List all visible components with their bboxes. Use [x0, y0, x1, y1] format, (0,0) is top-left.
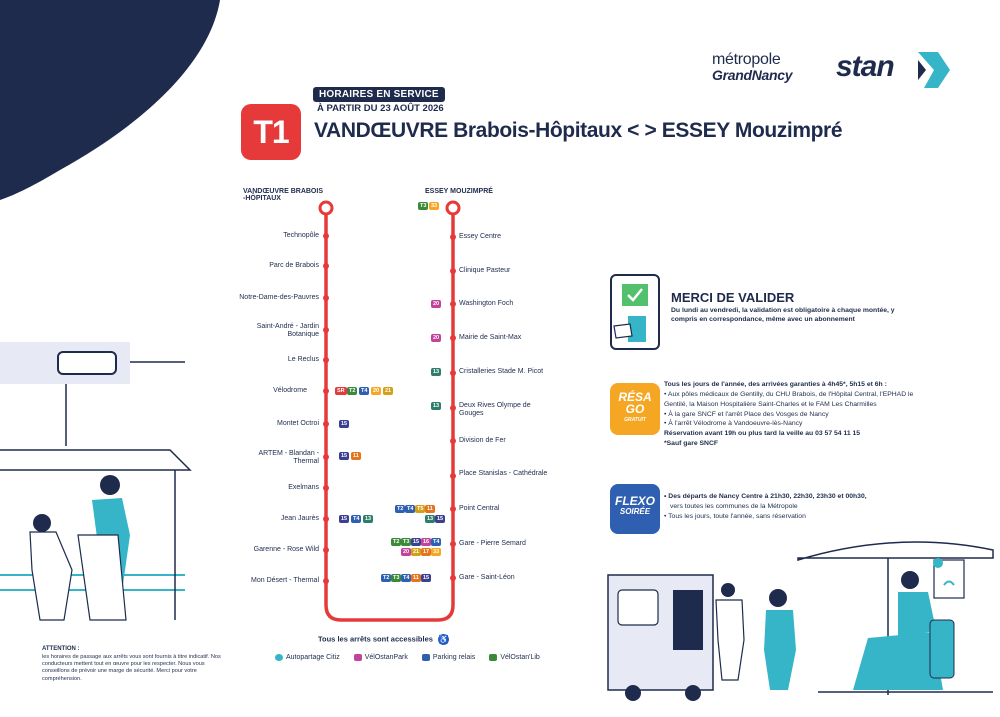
conn-chip: T4: [431, 538, 442, 546]
conn-chip: 13: [431, 368, 442, 376]
legend-item: Parking relais: [421, 654, 475, 661]
conn-chip: 16: [421, 538, 432, 546]
line-title: VANDŒUVRE Brabois-Hôpitaux < > ESSEY Mou…: [314, 119, 843, 142]
stop-left: Vélodrome: [273, 387, 307, 394]
conn-chip: 11: [425, 505, 435, 513]
car-share-icon: [275, 654, 283, 661]
metropole-logo: métropole GrandNancy: [712, 51, 793, 83]
conn-chip: 33: [431, 548, 442, 556]
stop-right: Essey Centre: [459, 233, 502, 240]
conn-chip: T3: [401, 538, 412, 546]
bike-park-icon: [353, 654, 362, 661]
stop-right: Clinique Pasteur: [459, 267, 511, 274]
conn-chip: 20: [431, 300, 442, 308]
conn-chip: T4: [401, 574, 412, 582]
conn-chip: 15: [339, 515, 350, 523]
stop-right: Gare - Saint-Léon: [459, 574, 515, 581]
conn-chip: T2: [391, 538, 402, 546]
conn-chip: T5: [415, 505, 426, 513]
service-date: À PARTIR DU 23 AOÛT 2026: [317, 103, 444, 114]
left-terminus: VANDŒUVRE BRABOIS -HÔPITAUX: [243, 188, 323, 203]
wheelchair-icon: ♿: [438, 634, 450, 645]
conn-chip: T3: [418, 202, 429, 210]
line-badge: T1: [241, 104, 301, 160]
conn-chip: 13: [363, 515, 374, 523]
legend-item: VélOstan'Lib: [489, 654, 540, 661]
conn-chip: T4: [351, 515, 362, 523]
validator-illustration: [610, 274, 660, 350]
stop-right: Point Central: [459, 505, 500, 512]
stop-left: Montet Octroi: [276, 420, 319, 427]
stan-chevron-icon: [918, 52, 950, 88]
validate-text: Du lundi au vendredi, la validation est …: [671, 307, 895, 324]
conn-chip: T4: [405, 505, 416, 513]
conn-chip: 20: [431, 334, 442, 342]
line-map: VANDŒUVRE BRABOIS -HÔPITAUX ESSEY MOUZIM…: [235, 180, 555, 680]
conn-chip: T2: [347, 387, 358, 395]
conn-chip: 13: [431, 402, 442, 410]
validate-title: MERCI DE VALIDER: [671, 290, 795, 305]
stop-left: Parc de Brabois: [269, 262, 319, 269]
validation-check-icon: [613, 284, 648, 342]
stop-left: Garenne - Rose Wild: [253, 546, 319, 553]
stop-left: Technopôle: [283, 232, 319, 239]
stop-left: Notre-Dame-des-Pauvres: [239, 294, 319, 301]
accessibility-note: Tous les arrêts sont accessibles ♿: [318, 634, 450, 645]
conn-chip: T2: [381, 574, 392, 582]
conn-chip: 21: [383, 387, 394, 395]
legend-item: VélOstanPark: [353, 654, 408, 661]
stop-right: Gare - Pierre Semard: [459, 540, 526, 547]
conn-chip: 20: [371, 387, 382, 395]
flexo-soiree-logo: FLEXO SOIRÉE: [610, 484, 660, 534]
line-route: [318, 200, 461, 622]
conn-chip: 15: [411, 538, 422, 546]
corner-decoration: [0, 0, 220, 200]
stop-right: Washington Foch: [459, 300, 514, 307]
resa-go-logo: RÉSA GO GRATUIT: [610, 383, 660, 435]
conn-chip: 13: [425, 515, 436, 523]
stop-right: Division de Fer: [459, 437, 506, 444]
conn-chip: 33: [429, 202, 440, 210]
conn-chip: 15: [421, 574, 432, 582]
bike-share-icon: [489, 654, 498, 661]
conn-chip: SR: [335, 387, 347, 395]
conn-chip: 15: [435, 515, 446, 523]
conn-chip: 21: [411, 548, 422, 556]
conn-chip: 20: [401, 548, 412, 556]
conn-chip: 15: [339, 420, 350, 428]
stop-right: Place Stanislas - Cathédrale: [459, 470, 548, 477]
stop-right: Deux Rives Olympe de Gouges: [459, 402, 531, 418]
stop-left: Mon Désert - Thermal: [251, 577, 319, 584]
stan-logo: stan: [836, 50, 895, 83]
conn-chip: 11: [411, 574, 421, 582]
conn-chip: 11: [351, 452, 361, 460]
stop-left: Le Reclus: [287, 356, 319, 363]
flexo-soiree-info: • Des départs de Nancy Centre à 21h30, 2…: [664, 493, 867, 521]
right-terminus: ESSEY MOUZIMPRÉ: [425, 188, 493, 195]
stop-right: Cristalleries Stade M. Picot: [459, 368, 544, 375]
resa-go-info: Tous les jours de l'année, des arrivées …: [664, 381, 914, 448]
park-ride-icon: [421, 654, 430, 661]
conn-chip: T3: [391, 574, 402, 582]
stop-right: Mairie de Saint-Max: [459, 334, 522, 341]
conn-chip: 15: [339, 452, 350, 460]
legend: Autopartage Citiz VélOstanPark Parking r…: [275, 654, 540, 661]
conn-chip: T2: [395, 505, 406, 513]
stop-left: ARTEM - Blandan - Thermal: [258, 450, 319, 466]
stop-left: Jean Jaurès: [280, 515, 319, 522]
tram-stop-illustration: [607, 541, 994, 701]
stop-left: Exelmans: [288, 484, 319, 491]
service-badge: HORAIRES EN SERVICE: [313, 87, 445, 102]
bus-stop-illustration: [0, 342, 192, 621]
legend-item: Autopartage Citiz: [275, 654, 340, 661]
conn-chip: T4: [359, 387, 370, 395]
conn-chip: 17: [421, 548, 432, 556]
stop-left: Saint-André - Jardin Botanique: [256, 323, 319, 339]
attention-notice: ATTENTION : les horaires de passage aux …: [42, 646, 221, 682]
